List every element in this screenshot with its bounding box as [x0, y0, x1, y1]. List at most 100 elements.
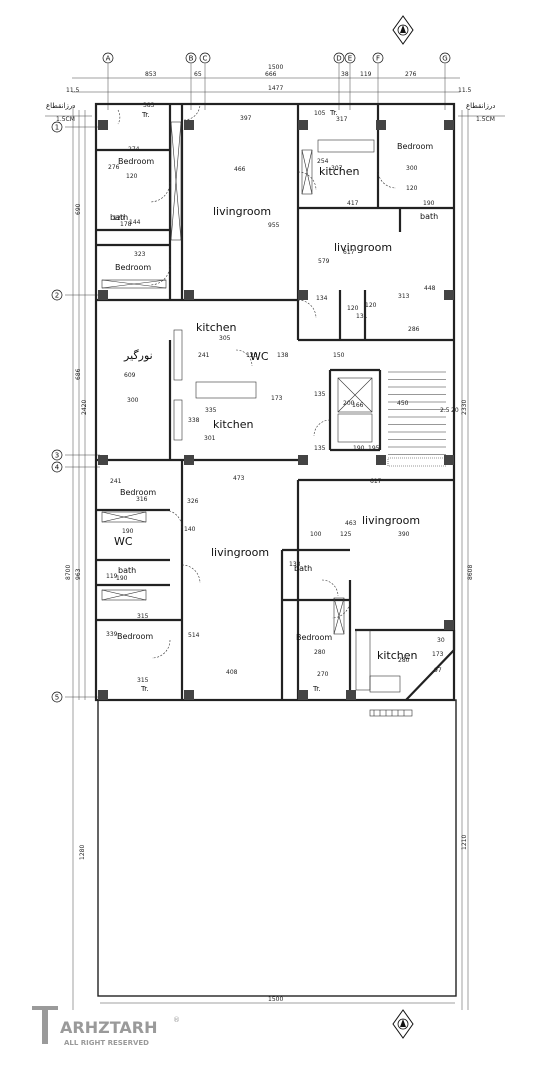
- dimension-label: 270: [317, 671, 329, 678]
- column-marker: [184, 690, 194, 700]
- dimension-label: 173: [271, 395, 283, 402]
- column-marker: [298, 455, 308, 465]
- dimension-label: 119: [106, 573, 118, 580]
- dimension-label: 450: [397, 400, 409, 407]
- dimension-label: 241: [198, 352, 210, 359]
- room-kitchen-top-right: kitchen: [319, 165, 360, 178]
- column-marker: [444, 455, 454, 465]
- dimension-label: 100: [310, 531, 322, 538]
- brand-name: ARHZTARH: [60, 1018, 157, 1037]
- dimension-label: 326: [187, 498, 199, 505]
- top-dim-offset-right: 11.5: [458, 87, 472, 94]
- grid-column-label: D: [336, 55, 341, 63]
- dimension-label: 2.5: [440, 407, 450, 414]
- left-dim-6: 1280: [79, 845, 86, 860]
- dimension-label: 317: [336, 116, 348, 123]
- grid-column-label: E: [348, 55, 352, 63]
- dimension-label: 190: [116, 575, 128, 582]
- grid-row-3: 3: [51, 449, 63, 461]
- room-livingroom-lower-right: livingroom: [362, 514, 420, 527]
- room-terrace-top-mid: Tr.: [329, 109, 338, 117]
- top-dim-3: 666: [265, 71, 277, 78]
- right-dim-1: 2330: [461, 400, 468, 415]
- room-livingroom-lower: livingroom: [211, 546, 269, 559]
- grid-row-2: 2: [51, 289, 63, 301]
- dimension-label: 315: [137, 677, 149, 684]
- grid-row-label: 4: [55, 464, 60, 472]
- top-dim-2: 65: [194, 71, 202, 78]
- dimension-label: 150: [333, 352, 345, 359]
- room-livingroom-top-right: livingroom: [334, 241, 392, 254]
- column-marker: [346, 690, 356, 700]
- top-dim-1: 853: [145, 71, 157, 78]
- grid-row-label: 5: [55, 694, 59, 702]
- room-bedroom-top-right: Bedroom: [397, 142, 433, 151]
- dimension-label: 408: [226, 669, 238, 676]
- dimension-label: 300: [127, 397, 139, 404]
- dimension-label: 200: [343, 400, 355, 407]
- dimension-label: 397: [240, 115, 252, 122]
- dimension-label: 383: [143, 102, 155, 109]
- room-bedroom-mid-left: Bedroom: [120, 488, 156, 497]
- top-dim-total: 1500: [268, 64, 283, 71]
- brand-reg: ®: [173, 1016, 180, 1024]
- grid-column-C: C: [199, 52, 211, 64]
- column-marker: [98, 290, 108, 300]
- dimension-label: 609: [124, 372, 136, 379]
- column-marker: [98, 120, 108, 130]
- dimension-label: 300: [406, 165, 418, 172]
- dimension-label: 514: [188, 632, 200, 639]
- dimension-label: 30: [437, 637, 445, 644]
- top-dim-6: 276: [405, 71, 417, 78]
- section-gap-left: 1.5CM: [56, 116, 75, 123]
- dimension-label: 195: [368, 445, 380, 452]
- grid-column-G: G: [439, 52, 451, 64]
- room-wc-left: WC: [114, 535, 133, 548]
- dimension-label: 286: [408, 326, 420, 333]
- grid-column-D: D: [333, 52, 345, 64]
- room-kitchen-lower-right: kitchen: [377, 649, 418, 662]
- room-terrace-bottom-left: Tr.: [140, 685, 149, 693]
- dimension-label: 280: [314, 649, 326, 656]
- dimension-label: 178: [120, 221, 132, 228]
- grid-column-label: F: [376, 55, 380, 63]
- column-marker: [298, 690, 308, 700]
- dimension-label: 135: [314, 391, 326, 398]
- room-bath-top-left: bath: [110, 213, 128, 222]
- room-bath-lower-left: bath: [118, 566, 136, 575]
- grid-row-4: 4: [51, 461, 63, 473]
- left-dim-4: 8700: [65, 565, 72, 580]
- room-bath-top-right: bath: [420, 212, 438, 221]
- dimension-label: 473: [233, 475, 245, 482]
- column-marker: [298, 120, 308, 130]
- dimension-label: 20: [451, 407, 459, 414]
- dimension-label: 134: [316, 295, 328, 302]
- staircase: [387, 371, 447, 467]
- right-dim-3: 1210: [461, 835, 468, 850]
- elevator-icon: [337, 377, 373, 443]
- room-livingroom-top: livingroom: [213, 205, 271, 218]
- top-dim-5: 119: [360, 71, 372, 78]
- column-marker: [376, 120, 386, 130]
- grid-column-label: G: [442, 55, 447, 63]
- dimension-label: 190: [423, 200, 435, 207]
- closets: [101, 121, 345, 635]
- dimension-label: 313: [398, 293, 410, 300]
- room-terrace-top-left: Tr.: [141, 111, 150, 119]
- grid-column-B: B: [185, 52, 197, 64]
- dimension-label: 274: [128, 146, 140, 153]
- top-dim-inner: 1477: [268, 85, 283, 92]
- room-lightwell: نورگیر: [123, 349, 153, 362]
- dimension-label: 144: [129, 219, 141, 226]
- dimension-label: 120: [365, 302, 377, 309]
- dimension-label: 280: [398, 657, 410, 664]
- section-label-left: درزانقطاع: [46, 102, 75, 110]
- room-terrace-bottom-mid: Tr.: [312, 685, 321, 693]
- brand-logo: ARHZTARH ® ALL RIGHT RESERVED: [32, 1006, 180, 1047]
- room-kitchen-mid-2: kitchen: [213, 418, 254, 431]
- dimension-label: 305: [219, 335, 231, 342]
- dimension-label: 120: [246, 352, 258, 359]
- grid-column-label: A: [106, 55, 111, 63]
- top-dim-offset-left: 11.5: [66, 87, 80, 94]
